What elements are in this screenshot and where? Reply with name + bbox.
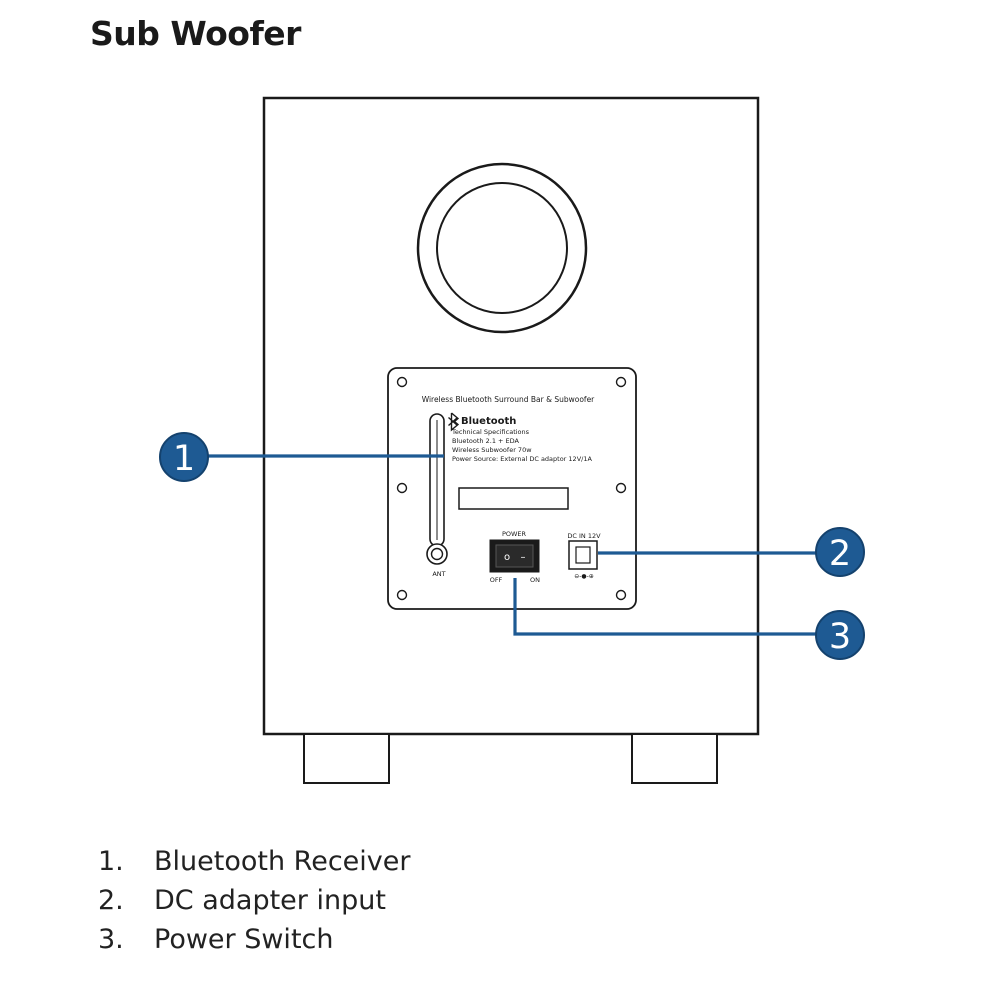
cabinet-foot-right <box>631 733 718 784</box>
panel-product-name: Wireless Bluetooth Surround Bar & Subwoo… <box>422 395 595 404</box>
legend-label: DC adapter input <box>154 885 386 916</box>
dc-input-label: DC IN 12V <box>567 532 601 540</box>
page-title: Sub Woofer <box>90 14 301 53</box>
svg-text:1: 1 <box>173 439 195 479</box>
power-label: POWER <box>502 530 527 538</box>
legend-number: 2. <box>98 885 124 916</box>
dc-input-jack[interactable] <box>568 540 598 570</box>
power-switch[interactable] <box>489 539 540 573</box>
bluetooth-wordmark: Bluetooth <box>461 416 516 427</box>
specs-heading: Technical Specifications <box>451 428 530 436</box>
legend-item: 2. DC adapter input <box>98 881 410 920</box>
spec-line: Wireless Subwoofer 70w <box>452 446 532 454</box>
cabinet-foot-left <box>303 733 390 784</box>
legend-number: 1. <box>98 846 124 877</box>
switch-off-symbol: o <box>504 552 510 563</box>
legend-item: 3. Power Switch <box>98 920 410 959</box>
switch-on-symbol: – <box>521 552 526 563</box>
display-window <box>458 487 569 510</box>
switch-off-label: OFF <box>490 576 503 584</box>
bluetooth-icon <box>448 412 460 432</box>
legend-number: 3. <box>98 924 124 955</box>
svg-text:2: 2 <box>829 534 851 574</box>
dc-polarity-symbol: ⊖-●-⊕ <box>574 573 594 580</box>
spec-line: Power Source: External DC adaptor 12V/1A <box>452 455 592 463</box>
callout-badge-2: 2 <box>815 527 865 577</box>
speaker-port <box>416 162 588 334</box>
callout-badge-1: 1 <box>159 432 209 482</box>
svg-text:3: 3 <box>829 617 851 657</box>
switch-on-label: ON <box>530 576 540 584</box>
leader-line-3 <box>513 578 817 636</box>
spec-line: Bluetooth 2.1 + EDA <box>452 437 520 445</box>
antenna-icon[interactable] <box>426 413 448 565</box>
legend-item: 1. Bluetooth Receiver <box>98 842 410 881</box>
screw-icon <box>396 376 627 601</box>
callout-badge-3: 3 <box>815 610 865 660</box>
legend-label: Power Switch <box>154 924 334 955</box>
legend-label: Bluetooth Receiver <box>154 846 411 877</box>
antenna-label: ANT <box>432 570 445 578</box>
legend-list: 1.Bluetooth Receiver 2.DC adapter input … <box>98 842 410 959</box>
